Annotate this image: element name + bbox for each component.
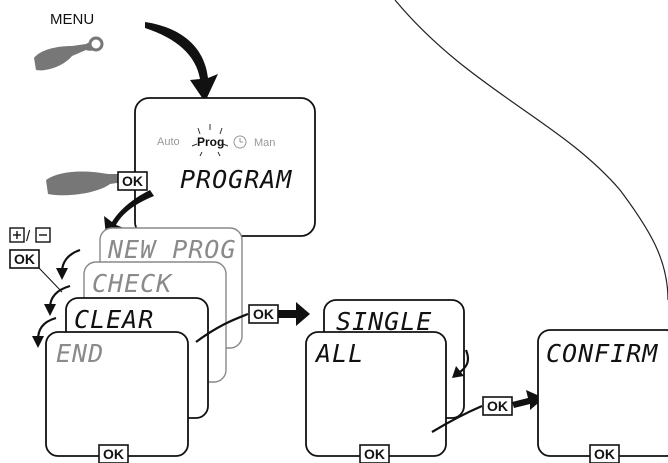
mode-auto-label: Auto (157, 136, 180, 148)
menu-arrow (145, 22, 218, 102)
plus-minus-separator: / (26, 228, 31, 245)
confirm-display: CONFIRM (546, 339, 658, 368)
menu-item-clear: CLEAR (74, 305, 154, 334)
plus-button[interactable] (10, 228, 24, 242)
scroll-arrow-2-head (44, 304, 56, 316)
program-display: PROGRAM (180, 165, 292, 194)
ok-label-menu: OK (103, 446, 124, 462)
menu-item-check: CHECK (92, 269, 173, 298)
ok-label-left: OK (14, 251, 35, 267)
minus-button[interactable] (36, 228, 50, 242)
mode-prog-label: Prog (197, 135, 224, 149)
menu-label: MENU (50, 11, 94, 28)
ok-label-confirm-step: OK (487, 398, 508, 414)
ok-label-all: OK (364, 446, 385, 462)
menu-item-all: ALL (314, 339, 364, 368)
ok-label-confirm: OK (594, 446, 615, 462)
menu-item-new-prog: NEW PROG (107, 235, 236, 264)
mode-man-label: Man (254, 137, 275, 149)
scroll-arrow-1-head (56, 268, 68, 280)
ok-label-program: OK (122, 173, 143, 189)
scroll-arrow-3-head (32, 336, 44, 348)
ok-label-clear: OK (253, 306, 274, 322)
hand-press-icon (34, 38, 102, 70)
arrow-to-single-head (278, 302, 310, 326)
menu-item-end: END (56, 339, 104, 368)
background-curve (395, 0, 668, 300)
